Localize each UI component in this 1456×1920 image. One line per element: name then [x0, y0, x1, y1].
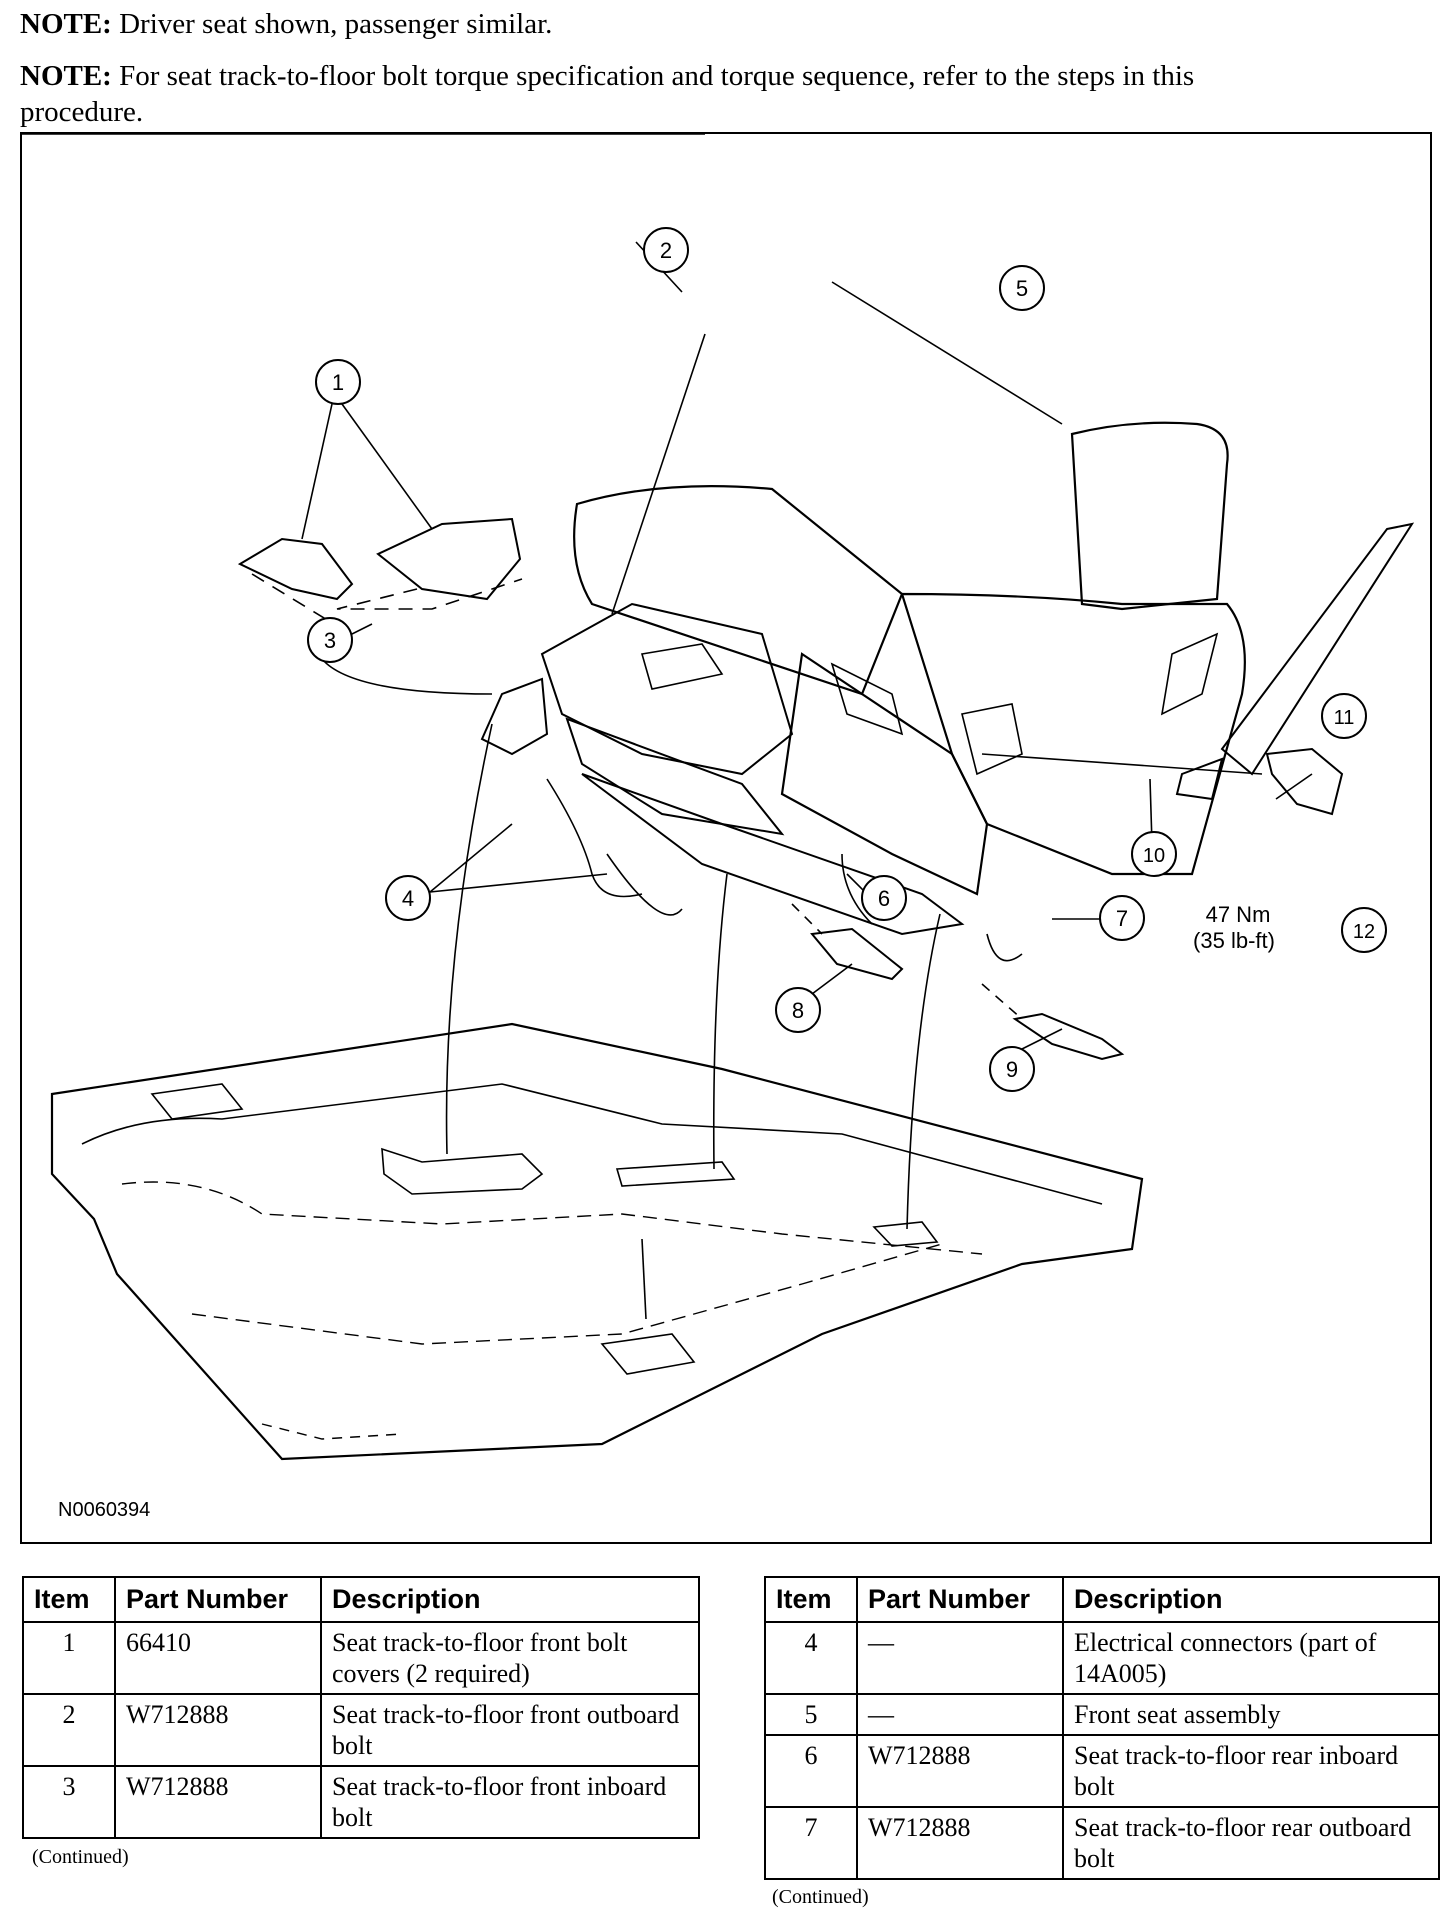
note-text: Driver seat shown, passenger similar.	[111, 8, 553, 40]
cell-desc: Seat track-to-floor front bolt covers (2…	[320, 1621, 700, 1695]
svg-text:11: 11	[1334, 707, 1355, 729]
svg-text:5: 5	[1016, 276, 1028, 301]
table-row: 4 — Electrical connectors (part of 14A00…	[764, 1621, 1440, 1695]
callout-2: 2	[643, 227, 689, 273]
seat-assembly	[573, 421, 1246, 896]
table-row: 1 66410 Seat track-to-floor front bolt c…	[22, 1621, 700, 1695]
rear-bolt-covers	[810, 927, 1125, 1061]
callout-7: 7	[1099, 895, 1145, 941]
svg-text:12: 12	[1353, 921, 1375, 943]
torque-nm: 47 Nm	[1206, 902, 1271, 927]
callout-circles: 1 2 3 4 5 6 7 8 9 10 11 12	[307, 227, 1387, 1092]
cell-desc: Front seat assembly	[1062, 1693, 1440, 1736]
cell-part: —	[856, 1621, 1064, 1695]
cell-item: 5	[764, 1693, 858, 1736]
cell-item: 7	[764, 1806, 858, 1880]
table-row: 6 W712888 Seat track-to-floor rear inboa…	[764, 1734, 1440, 1808]
torque-lbft: (35 lb-ft)	[1193, 928, 1275, 953]
svg-text:7: 7	[1116, 906, 1128, 931]
cell-item: 2	[22, 1693, 116, 1767]
callout-6: 6	[861, 875, 907, 921]
cell-item: 3	[22, 1765, 116, 1839]
col-part-number: Part Number	[856, 1576, 1064, 1623]
callout-10: 10	[1131, 831, 1177, 877]
cell-item: 1	[22, 1621, 116, 1695]
note-label: NOTE:	[20, 8, 112, 40]
table-row: 2 W712888 Seat track-to-floor front outb…	[22, 1693, 700, 1767]
svg-text:6: 6	[878, 886, 890, 911]
table-header-row: Item Part Number Description	[764, 1576, 1440, 1623]
callout-11: 11	[1321, 693, 1367, 739]
seat-belt	[1175, 522, 1415, 801]
floor-pan	[50, 1022, 1144, 1461]
callout-12: 12	[1341, 907, 1387, 953]
cell-part: W712888	[114, 1693, 322, 1767]
note-text: For seat track-to-floor bolt torque spec…	[20, 60, 1195, 128]
cell-item: 4	[764, 1621, 858, 1695]
svg-text:10: 10	[1143, 845, 1165, 867]
cell-item: 6	[764, 1734, 858, 1808]
note-torque-reference: NOTE: For seat track-to-floor bolt torqu…	[20, 58, 1320, 130]
bolt-lines	[22, 134, 1263, 1320]
col-part-number: Part Number	[114, 1576, 322, 1623]
table-row: 3 W712888 Seat track-to-floor front inbo…	[22, 1765, 700, 1839]
torque-spec: 47 Nm (35 lb-ft)	[1193, 902, 1275, 953]
cell-desc: Seat track-to-floor front outboard bolt	[320, 1693, 700, 1767]
cell-desc: Seat track-to-floor rear inboard bolt	[1062, 1734, 1440, 1808]
note-label: NOTE:	[20, 60, 112, 92]
cell-desc: Electrical connectors (part of 14A005)	[1062, 1621, 1440, 1695]
table-row: 5 — Front seat assembly	[764, 1693, 1440, 1736]
cell-desc: Seat track-to-floor rear outboard bolt	[1062, 1806, 1440, 1880]
callout-9: 9	[989, 1046, 1035, 1092]
col-item: Item	[22, 1576, 116, 1623]
table-header-row: Item Part Number Description	[22, 1576, 700, 1623]
svg-text:9: 9	[1006, 1057, 1018, 1082]
seat-exploded-diagram: 1 2 3 4 5 6 7 8 9 10 11 12 47 Nm (35 lb-…	[20, 132, 1432, 1544]
bolt-cover-11	[1265, 747, 1344, 816]
cell-desc: Seat track-to-floor front inboard bolt	[320, 1765, 700, 1839]
cell-part: W712888	[856, 1806, 1064, 1880]
callout-8: 8	[775, 987, 821, 1033]
cell-part: W712888	[856, 1734, 1064, 1808]
continued-label: (Continued)	[772, 1886, 869, 1908]
callout-1: 1	[315, 359, 361, 405]
parts-table-right: Item Part Number Description 4 — Electri…	[764, 1576, 1440, 1880]
col-description: Description	[1062, 1576, 1440, 1623]
svg-text:8: 8	[792, 998, 804, 1023]
svg-text:1: 1	[332, 370, 344, 395]
callout-3: 3	[307, 617, 353, 663]
parts-table-left: Item Part Number Description 1 66410 Sea…	[22, 1576, 700, 1839]
col-item: Item	[764, 1576, 858, 1623]
callout-5: 5	[999, 265, 1045, 311]
front-bolt-covers	[237, 517, 522, 601]
cell-part: 66410	[114, 1621, 322, 1695]
callout-leaders	[301, 241, 1313, 1050]
seat-track-frame	[480, 602, 965, 936]
table-row: 7 W712888 Seat track-to-floor rear outbo…	[764, 1806, 1440, 1880]
svg-text:4: 4	[402, 886, 414, 911]
callout-4: 4	[385, 875, 431, 921]
svg-text:3: 3	[324, 628, 336, 653]
note-driver-seat: NOTE: Driver seat shown, passenger simil…	[20, 6, 1440, 42]
col-description: Description	[320, 1576, 700, 1623]
cell-part: —	[856, 1693, 1064, 1736]
cell-part: W712888	[114, 1765, 322, 1839]
continued-label: (Continued)	[32, 1846, 129, 1868]
figure-id: N0060394	[58, 1499, 150, 1521]
svg-text:2: 2	[660, 238, 672, 263]
